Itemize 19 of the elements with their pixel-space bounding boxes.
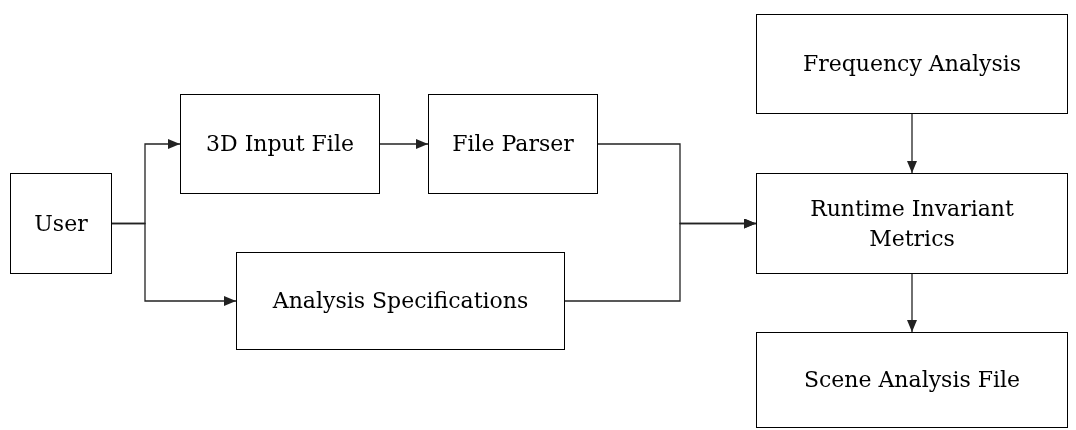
process-box — [756, 332, 1068, 428]
arrow — [111, 222, 237, 306]
box-label: User — [34, 209, 88, 238]
box-label: File Parser — [452, 130, 574, 158]
arrow — [907, 113, 917, 174]
process-box — [756, 14, 1068, 114]
box-label: Analysis Specifications — [272, 287, 529, 315]
process-box — [236, 252, 565, 350]
box-label: 3D Input File — [206, 130, 354, 158]
box-label: Runtime Invariant Metrics — [809, 194, 1015, 253]
arrow — [379, 139, 429, 149]
arrow — [907, 273, 917, 333]
arrow — [564, 218, 757, 302]
box-label: Frequency Analysis — [802, 50, 1022, 78]
process-box — [756, 173, 1068, 274]
process-box — [10, 173, 112, 274]
process-box — [428, 94, 598, 194]
process-box — [180, 94, 380, 194]
box-label: Scene Analysis File — [803, 366, 1021, 394]
